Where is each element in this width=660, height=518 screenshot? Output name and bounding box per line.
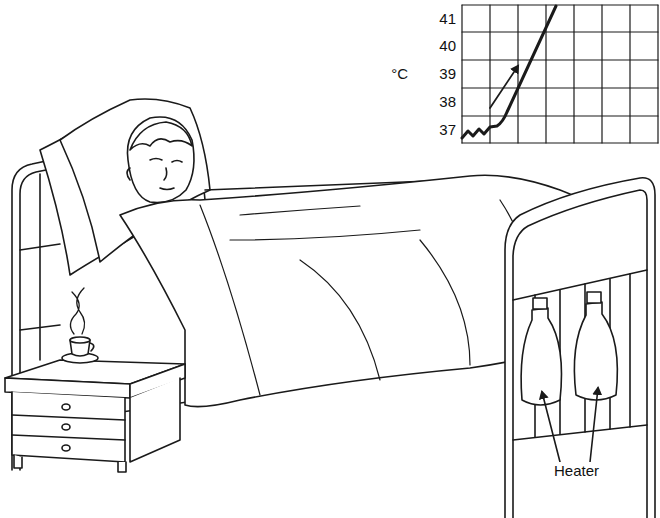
leader-line <box>590 388 598 462</box>
axis-value: 40 <box>437 37 458 55</box>
axis-value: 37 <box>437 121 458 139</box>
leader-line <box>542 392 560 462</box>
temperature-grid <box>462 5 658 143</box>
rise-arrow <box>490 66 518 108</box>
tea-cup <box>62 337 98 363</box>
axis-value: 38 <box>437 93 458 111</box>
part-label: Heater <box>552 462 601 480</box>
footboard <box>505 178 655 518</box>
steam <box>70 288 84 334</box>
nightstand <box>5 360 185 472</box>
axis-value: 39 <box>437 65 458 83</box>
hot-water-bottle <box>521 292 617 405</box>
blanket-folds <box>200 200 540 395</box>
axis-unit: °C <box>389 65 410 83</box>
temperature-curve <box>462 6 556 138</box>
axis-value: 41 <box>437 10 458 28</box>
patient-head <box>127 117 194 203</box>
